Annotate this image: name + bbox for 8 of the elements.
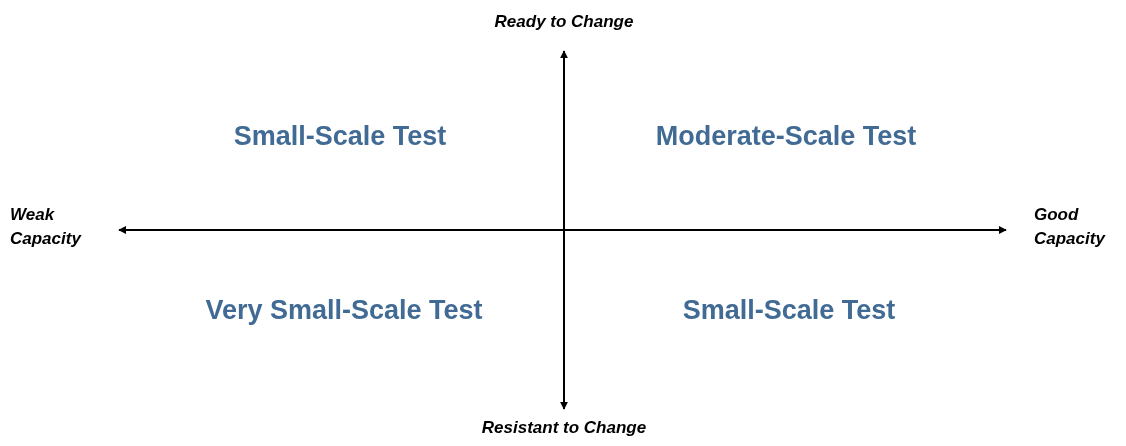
quadrant-label: Moderate-Scale Test (655, 120, 917, 152)
axis-label: Good Capacity (1034, 204, 1107, 250)
quadrant-label: Small-Scale Test (233, 120, 447, 152)
axis-label: Resistant to Change (481, 417, 647, 439)
axis-label: Weak Capacity (10, 204, 83, 250)
quadrant-label: Very Small-Scale Test (205, 294, 483, 326)
axis-label: Ready to Change (494, 11, 634, 33)
quadrant-label: Small-Scale Test (682, 294, 896, 326)
